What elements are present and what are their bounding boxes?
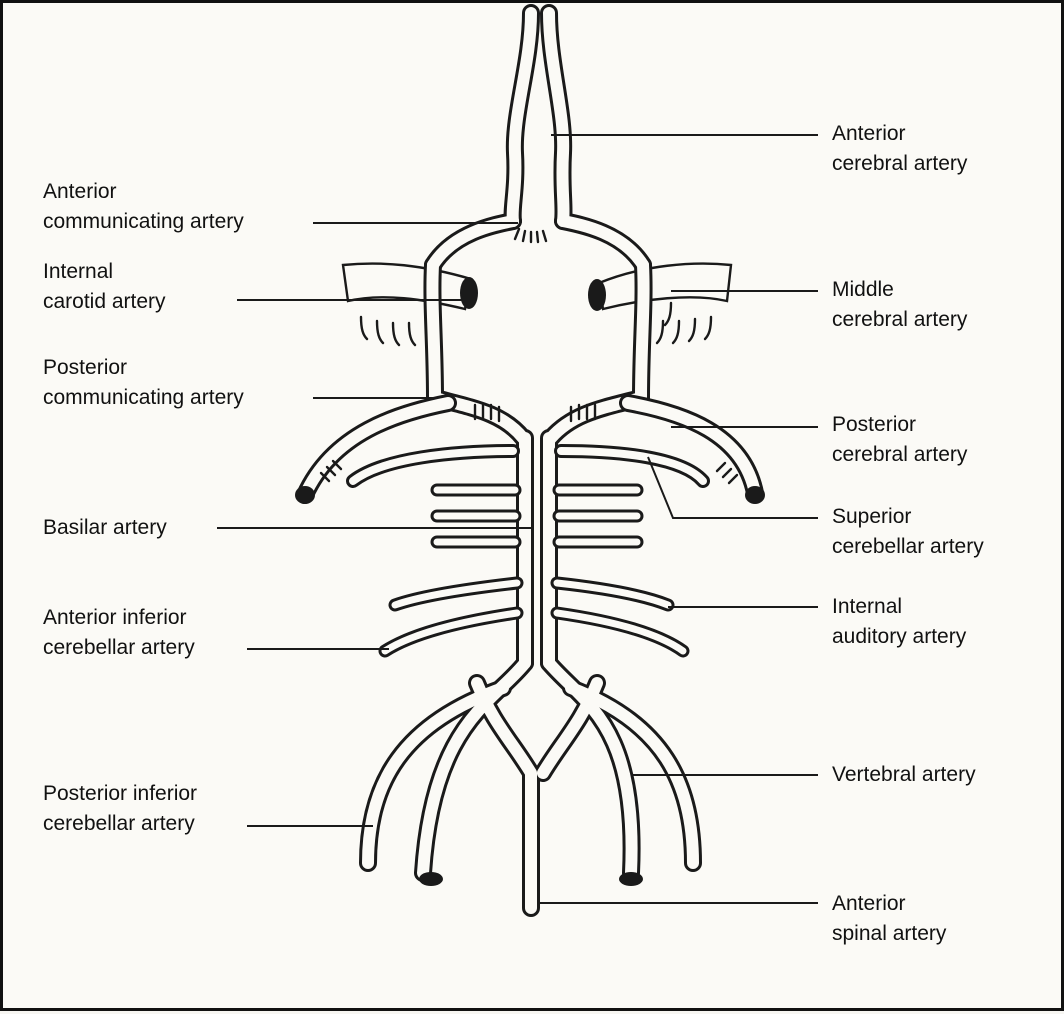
internal-carotid-left-tube	[343, 264, 478, 309]
pontine-branches	[437, 490, 637, 542]
label-basilar-artery: Basilar artery	[43, 513, 167, 543]
label-vertebral-artery: Vertebral artery	[832, 760, 976, 790]
internal-carotid-right-tube	[588, 264, 731, 311]
